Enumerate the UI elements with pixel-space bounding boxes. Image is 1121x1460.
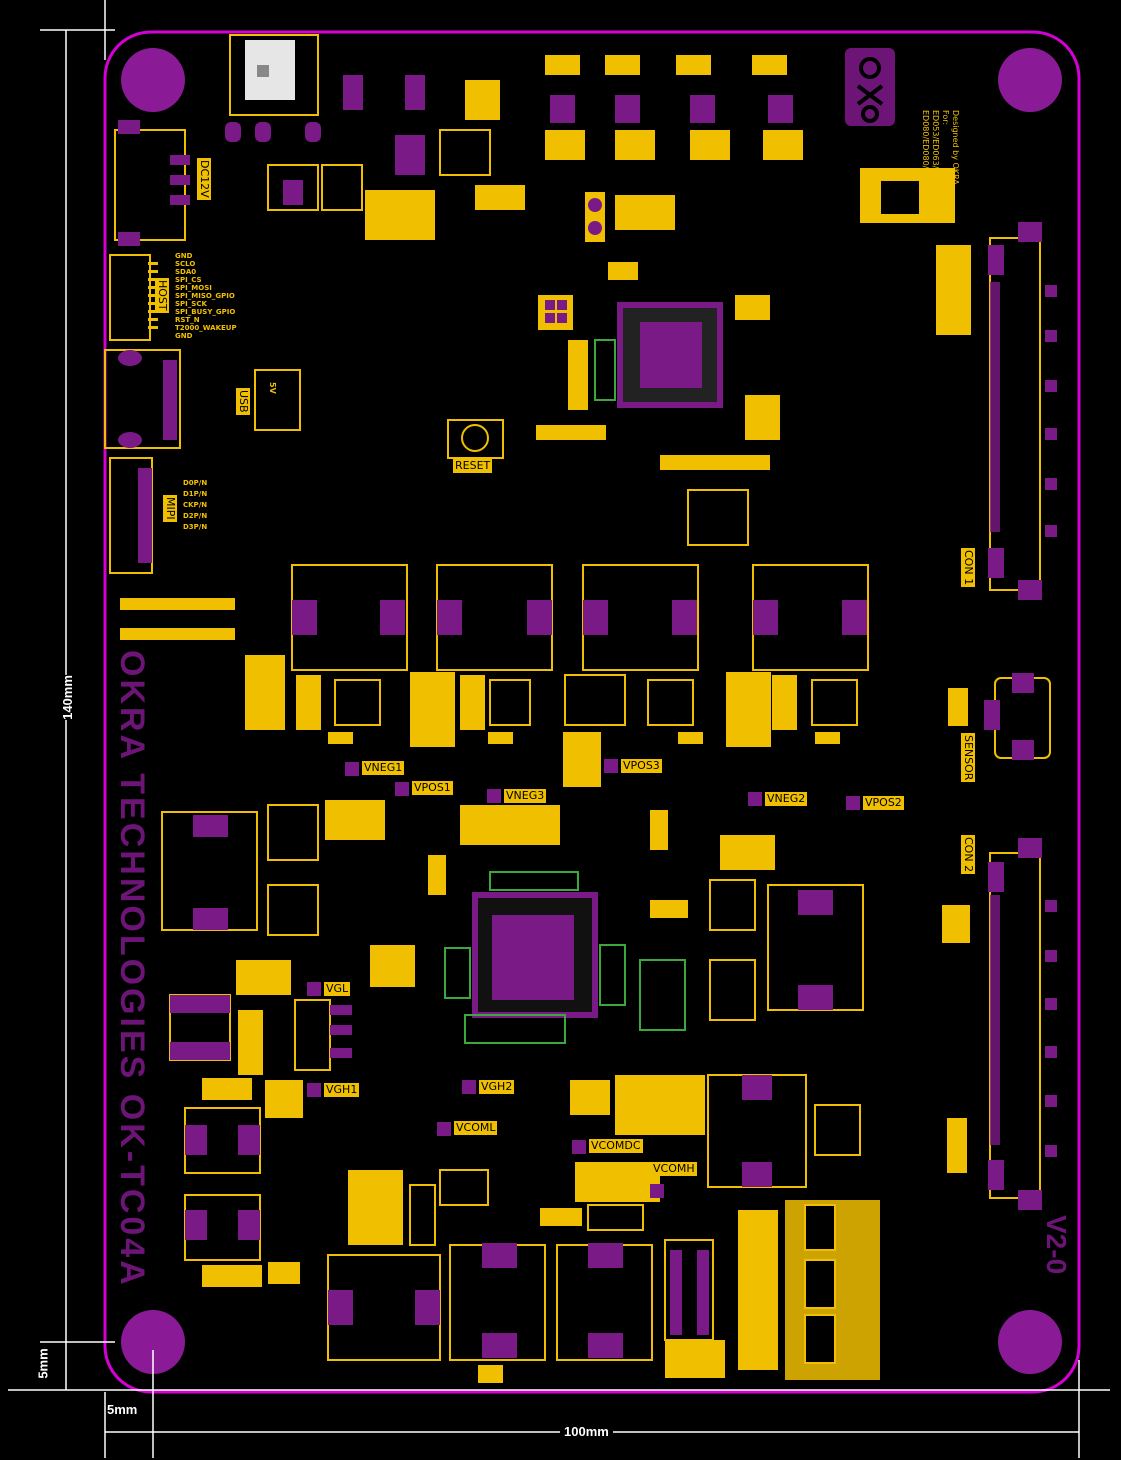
test-point-pad bbox=[487, 789, 501, 803]
left-resistor-array bbox=[120, 598, 235, 640]
vgh1-label: VGH1 bbox=[324, 1083, 360, 1097]
vcomh-label: VCOMH bbox=[651, 1162, 697, 1176]
height-dimension-label: 140mm bbox=[59, 675, 75, 720]
host-pin-label: GND bbox=[175, 332, 193, 340]
mounting-hole-top-right bbox=[998, 48, 1062, 112]
host-pin-label: SPI_MOSI bbox=[175, 284, 212, 292]
mounting-hole-top-left bbox=[121, 48, 185, 112]
vgh2-label: VGH2 bbox=[479, 1080, 515, 1094]
host-pin-label: SDA0 bbox=[175, 268, 197, 276]
inductor-row bbox=[291, 564, 869, 671]
usb-connector-label: USB bbox=[236, 388, 250, 415]
test-point-pad bbox=[307, 982, 321, 996]
dc-connector-label: DC12V bbox=[197, 158, 211, 200]
con2-label: CON 2 bbox=[961, 835, 975, 875]
dc-jack bbox=[225, 34, 425, 142]
reset-button-label: RESET bbox=[453, 459, 493, 473]
mipi-connector-label: MIPI bbox=[163, 495, 177, 522]
mipi-pin-label: D0P/N bbox=[183, 479, 208, 487]
board-outline bbox=[103, 30, 1081, 1394]
test-point-pad bbox=[345, 762, 359, 776]
margin-left-dimension-label: 5mm bbox=[107, 1402, 138, 1417]
mipi-pin-label: D1P/N bbox=[183, 490, 208, 498]
bottom-power-stage bbox=[327, 1074, 880, 1383]
mipi-pin-label: CKP/N bbox=[183, 501, 208, 509]
sensor-connector bbox=[948, 673, 1051, 760]
vcomdc-label: VCOMDC bbox=[589, 1139, 643, 1153]
test-point-pad bbox=[462, 1080, 476, 1094]
con1-connector bbox=[988, 222, 1057, 600]
mipi-pin-label: D2P/N bbox=[183, 512, 208, 520]
host-connector bbox=[109, 254, 158, 341]
con2-connector bbox=[942, 838, 1057, 1210]
revision-text: V2-0 bbox=[1041, 1215, 1072, 1275]
vcoml-label: VCOML bbox=[454, 1121, 498, 1135]
width-dimension-label: 100mm bbox=[560, 1424, 613, 1439]
mounting-hole-bottom-left bbox=[121, 1310, 185, 1374]
vneg1-label: VNEG1 bbox=[362, 761, 405, 775]
host-pin-label: T2000_WAKEUP bbox=[175, 324, 237, 332]
con1-label: CON 1 bbox=[961, 548, 975, 588]
dc-connector bbox=[114, 120, 190, 246]
mipi-connector bbox=[109, 457, 153, 574]
test-point-pad bbox=[307, 1083, 321, 1097]
timing-controller bbox=[370, 805, 775, 1044]
mipi-pin-label: D3P/N bbox=[183, 523, 208, 531]
right-power-stage bbox=[709, 879, 864, 1021]
driver-ic-row bbox=[245, 655, 858, 787]
host-pin-label: SPI_SCK bbox=[175, 300, 207, 308]
host-pin-label: SPI_BUSY_GPIO bbox=[175, 308, 236, 316]
power-input-parts bbox=[267, 80, 971, 335]
test-point-pad bbox=[748, 792, 762, 806]
designer-note-line: ED053/ED063/EL063 bbox=[931, 110, 940, 194]
vpos2-label: VPOS2 bbox=[863, 796, 904, 810]
margin-bottom-dimension-label: 5mm bbox=[35, 1348, 51, 1379]
usb-power-label: 5V bbox=[268, 382, 277, 394]
vpos3-label: VPOS3 bbox=[621, 759, 662, 773]
test-point-pad bbox=[846, 796, 860, 810]
test-point-pad bbox=[437, 1122, 451, 1136]
vgl-label: VGL bbox=[324, 982, 351, 996]
designer-note: Designed by OKRA For: ED053/ED063/EL063 … bbox=[920, 110, 960, 193]
host-pin-label: SPI_MISO_GPIO bbox=[175, 292, 235, 300]
test-point-pad bbox=[650, 1184, 664, 1198]
top-regulator-ics bbox=[545, 55, 803, 160]
processor-upper bbox=[536, 295, 780, 546]
sensor-label: SENSOR bbox=[961, 733, 975, 783]
mipi-pin-list: D0P/N D1P/N CKP/N D2P/N D3P/N bbox=[183, 478, 207, 533]
vpos1-label: VPOS1 bbox=[412, 781, 453, 795]
host-pin-label: RST_N bbox=[175, 316, 200, 324]
test-point-pad bbox=[395, 782, 409, 796]
left-power-stage bbox=[161, 800, 385, 1287]
test-point-pad bbox=[604, 759, 618, 773]
okra-logo bbox=[845, 48, 895, 126]
host-pin-label: GND bbox=[175, 252, 193, 260]
vneg3-label: VNEG3 bbox=[504, 789, 547, 803]
designer-note-line: For: bbox=[941, 110, 950, 126]
designer-note-line: Designed by OKRA bbox=[951, 110, 960, 185]
designer-note-line: ED080/ED080/EL080 bbox=[921, 110, 930, 194]
host-pin-label: SCLO bbox=[175, 260, 196, 268]
host-connector-label: HOST bbox=[155, 278, 169, 313]
test-point-pad bbox=[572, 1140, 586, 1154]
reset-button bbox=[447, 419, 504, 459]
mounting-hole-bottom-right bbox=[998, 1310, 1062, 1374]
usb-connector bbox=[104, 349, 301, 449]
host-pin-label: SPI_CS bbox=[175, 276, 202, 284]
vneg2-label: VNEG2 bbox=[765, 792, 808, 806]
brand-text: OKRA TECHNOLOGIES OK-TC04A bbox=[113, 650, 151, 1288]
